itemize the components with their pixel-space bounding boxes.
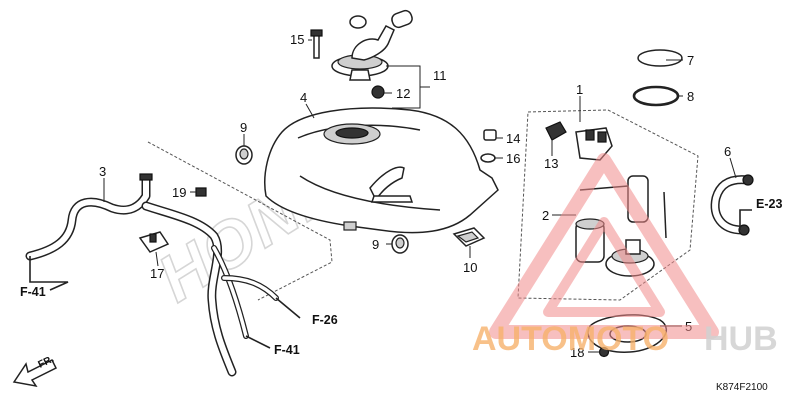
callout-14: 14 [506, 131, 520, 146]
callout-12: 12 [396, 86, 410, 101]
rubber-mount-upper [235, 145, 253, 165]
callout-2: 2 [542, 208, 549, 223]
rubber-mount-lower [391, 234, 409, 254]
callout-11: 11 [433, 68, 447, 83]
clip-17 [138, 231, 170, 253]
front-arrow-icon [12, 358, 58, 388]
callout-6: 6 [724, 144, 731, 159]
ref-f41-bottom: F-41 [274, 343, 300, 357]
clip-13 [545, 121, 567, 141]
tank-group-outline [147, 141, 333, 301]
fuel-tank [264, 107, 499, 234]
callout-18: 18 [570, 345, 584, 360]
automotohub-watermark: AUTOMOTO HUB [472, 153, 778, 358]
o-ring-8 [632, 85, 680, 107]
front-direction-indicator: FR. [12, 354, 58, 388]
ref-e23: E-23 [756, 197, 782, 211]
callout-1: 1 [576, 82, 583, 97]
callout-9b: 9 [372, 237, 379, 252]
washer-16 [480, 153, 496, 163]
ref-f26: F-26 [312, 313, 338, 327]
bolt-14 [483, 129, 497, 141]
ref-f41-left: F-41 [20, 285, 46, 299]
callout-13: 13 [544, 156, 558, 171]
fuel-pump-group-outline [517, 109, 699, 301]
watermark-text-hub: HUB [704, 320, 778, 358]
fuel-hose-6 [710, 174, 754, 236]
clip-19 [195, 187, 207, 197]
callout-15: 15 [290, 32, 304, 47]
bracket-10 [452, 227, 486, 247]
drawing-code: K874F2100 [716, 382, 768, 393]
grommet-12 [371, 85, 385, 99]
reference-arrows [29, 209, 752, 349]
callout-3: 3 [99, 164, 106, 179]
callout-9a: 9 [240, 120, 247, 135]
callout-4: 4 [300, 90, 307, 105]
watermark-triangle-icon [489, 153, 719, 339]
callout-8: 8 [687, 89, 694, 104]
o-ring-7 [637, 49, 683, 67]
callout-19: 19 [172, 185, 186, 200]
hose-3 [25, 173, 279, 377]
callout-16: 16 [506, 151, 520, 166]
fuel-cap [331, 9, 413, 81]
callout-10: 10 [463, 260, 477, 275]
callout-7: 7 [687, 53, 694, 68]
bolt-15 [310, 29, 323, 59]
callout-17: 17 [150, 266, 164, 281]
watermark-text-automoto: AUTOMOTO [472, 320, 669, 358]
